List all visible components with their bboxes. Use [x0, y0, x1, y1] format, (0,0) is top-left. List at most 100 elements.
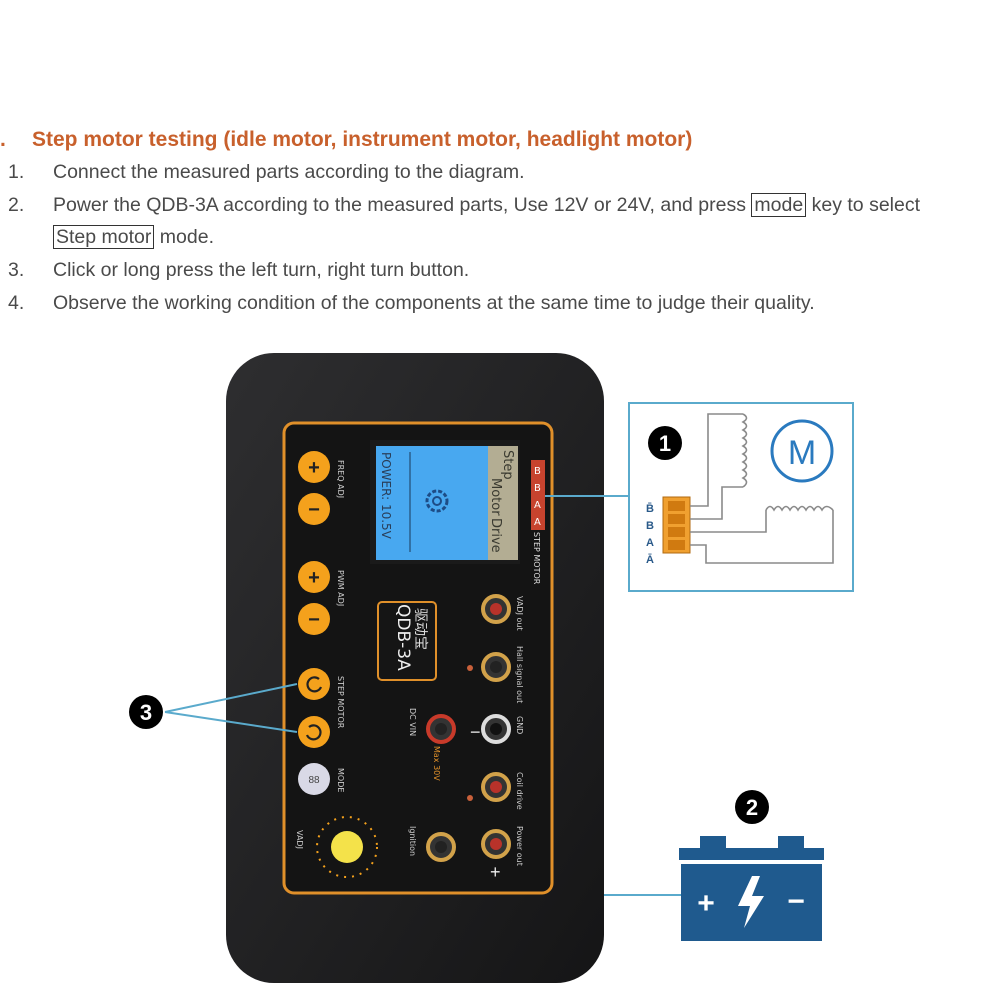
lcd-mode-line-1: Step [500, 450, 515, 480]
port-letter: A [534, 517, 541, 528]
terminal-dc-vin[interactable] [426, 714, 456, 744]
callout-number-2: 2 [746, 795, 758, 820]
terminal-gnd[interactable] [481, 714, 511, 744]
brand-name: 驱动宝 [412, 608, 428, 650]
step-3: 3. Click or long press the left turn, rig… [8, 259, 469, 282]
step-number: 1. [8, 161, 25, 183]
minus-glyph: − [308, 499, 320, 521]
hall-signal-label: Hall signal out [515, 646, 524, 703]
port-letter: B [534, 483, 541, 494]
connector-pin [668, 527, 685, 537]
ignition-label: Ignition [408, 826, 417, 856]
terminal-ignition[interactable] [426, 832, 456, 862]
gnd-label: GND [515, 716, 524, 734]
battery-minus: − [787, 885, 805, 918]
pwm-plus-button[interactable]: + [298, 561, 330, 593]
dc-vin-label: DC VIN [408, 708, 417, 736]
terminal-hall-signal[interactable] [481, 652, 511, 682]
max-voltage-label: Max 30V [432, 746, 441, 781]
port-letter: A [534, 500, 541, 511]
heading-text: Step motor testing (idle motor, instrume… [32, 128, 693, 151]
plus-sign: + [490, 862, 501, 882]
connector-pin [668, 540, 685, 550]
connector-letter: B [646, 520, 654, 532]
terminal-power-out[interactable] [481, 829, 511, 859]
vadj-out-label: VADJ out [515, 596, 524, 631]
step-2-continuation: Step motor mode. [53, 225, 215, 249]
lcd-side [488, 446, 518, 560]
connector-letter: Ā [646, 554, 654, 566]
model-name: QDB-3A [393, 604, 413, 671]
voltage-knob[interactable] [316, 816, 378, 878]
step-number: 3. [8, 259, 25, 281]
connector-pin [668, 501, 685, 511]
callout-number-1: 1 [659, 431, 671, 456]
step-text: Connect the measured parts according to … [53, 161, 525, 183]
connector-pin [668, 514, 685, 524]
callout-badge-1 [648, 426, 682, 460]
section-heading: . Step motor testing (idle motor, instrum… [0, 128, 692, 152]
step-motor-buttons-label: STEP MOTOR [336, 676, 345, 729]
callout-line-3b [164, 711, 298, 733]
callout-badge-3 [129, 695, 163, 729]
step-number: 2. [8, 194, 25, 216]
step-2: 2. Power the QDB-3A according to the meas… [8, 193, 921, 217]
battery-plus: + [697, 887, 715, 920]
callout-number-3: 3 [140, 700, 152, 725]
left-turn-button[interactable] [298, 668, 330, 700]
connector-letter: A [646, 537, 654, 549]
motor-letter: M [788, 434, 816, 472]
terminal-coil-drive[interactable] [481, 772, 511, 802]
port-letter: B [534, 466, 541, 477]
pwm-adj-label: PWM ADJ [336, 570, 345, 606]
lcd-mode-line-3: Drive [488, 518, 503, 553]
power-out-label: Power out [515, 826, 524, 866]
model-block [377, 601, 437, 681]
heading-bullet: . [0, 128, 6, 151]
pwm-minus-button[interactable]: − [298, 603, 330, 635]
lcd-power: POWER: 10.5V [379, 452, 393, 540]
gear-icon [425, 489, 449, 513]
lcd-mode-line-2: Motor [488, 478, 503, 516]
lightning-icon [738, 876, 764, 928]
mode-key-glyph: 88 [308, 775, 320, 786]
motor-symbol-ring [770, 419, 834, 483]
step-text: Power the QDB-3A according to the measur… [53, 194, 752, 216]
mode-label: MODE [336, 768, 345, 792]
connector-letter: B̄ [646, 503, 654, 515]
step-number: 4. [8, 292, 25, 314]
battery-icon [679, 836, 824, 941]
vadj-label: VADJ [295, 830, 304, 849]
callout-line-3a [164, 683, 298, 713]
mode-button[interactable]: 88 [298, 763, 330, 795]
lcd-screen [376, 446, 488, 560]
minus-glyph: − [308, 609, 320, 631]
step-text-cont: mode. [154, 226, 215, 248]
terminal-vadj-out[interactable] [481, 594, 511, 624]
freq-plus-button[interactable]: + [298, 451, 330, 483]
plus-glyph: + [308, 457, 320, 479]
port-strip [531, 460, 545, 530]
plus-glyph: + [308, 567, 320, 589]
freq-adj-label: FREQ ADJ [336, 460, 345, 498]
indicator-led [467, 665, 473, 671]
step-text-end: key to select [806, 194, 921, 216]
rotate-right-icon [305, 724, 322, 741]
indicator-led [467, 795, 473, 801]
step-1: 1. Connect the measured parts according t… [8, 161, 525, 184]
step-motor-label: STEP MOTOR [532, 532, 541, 585]
mode-key-box: mode [751, 193, 807, 217]
coil-b [765, 505, 834, 512]
step-text: Click or long press the left turn, right… [53, 259, 470, 281]
freq-minus-button[interactable]: − [298, 493, 330, 525]
step-4: 4. Observe the working condition of the c… [8, 292, 815, 315]
step-text: Observe the working condition of the com… [53, 292, 815, 314]
motor-wires [690, 413, 834, 564]
step-motor-box: Step motor [53, 225, 155, 249]
callout-badge-2 [735, 790, 769, 824]
right-turn-button[interactable] [298, 716, 330, 748]
minus-sign: − [470, 722, 481, 742]
coil-drive-label: Coil drive [515, 772, 524, 810]
rotate-left-icon [306, 676, 323, 693]
